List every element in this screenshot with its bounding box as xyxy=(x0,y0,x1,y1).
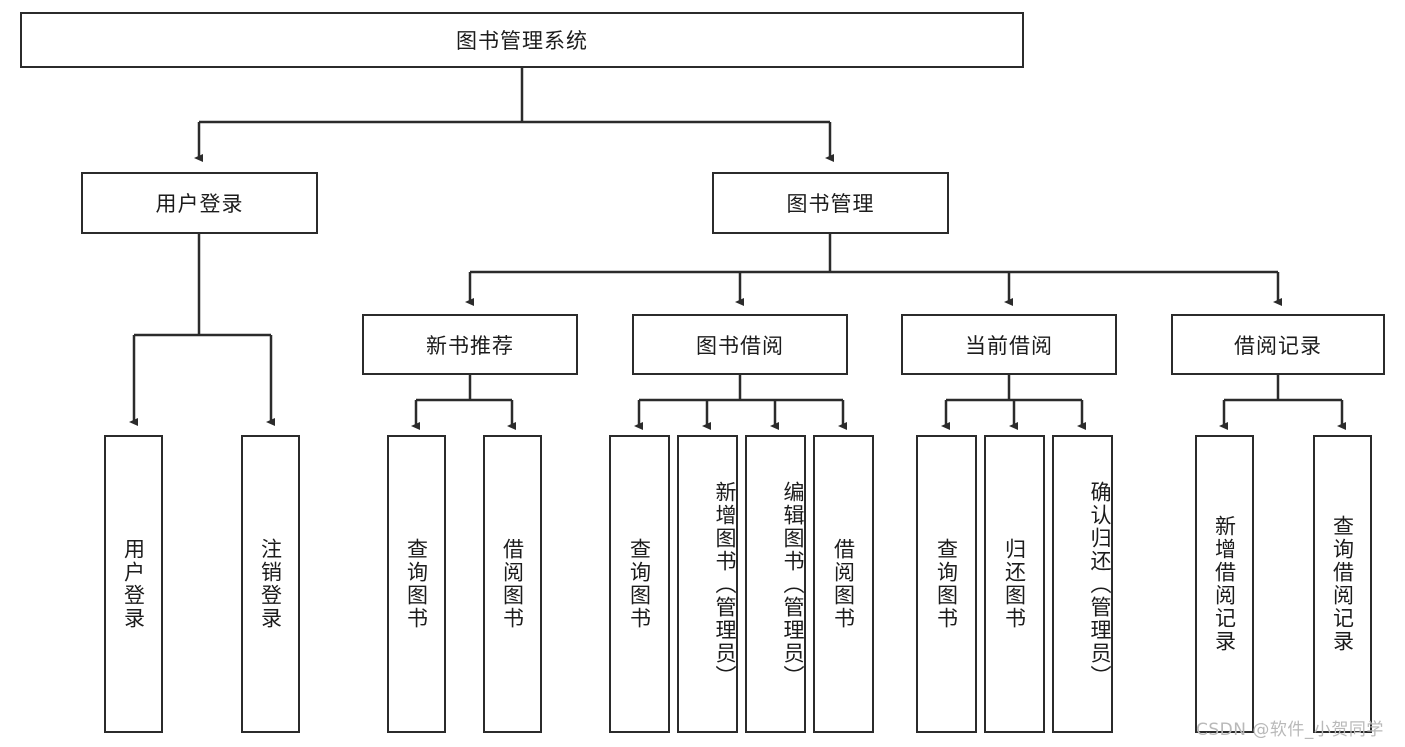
node-leaf-borrow-book-1-label: 借阅图书 xyxy=(500,538,525,630)
node-leaf-return-book-label: 归还图书 xyxy=(1002,538,1027,630)
node-user-login-label: 用户登录 xyxy=(155,192,244,216)
node-leaf-return-book[interactable]: 归还图书 xyxy=(984,435,1045,733)
node-leaf-add-book-label: 新增图书（管理员） xyxy=(713,480,737,688)
node-leaf-user-logout[interactable]: 注销登录 xyxy=(241,435,300,733)
node-leaf-query-book-3[interactable]: 查询图书 xyxy=(916,435,977,733)
node-current-borrow-label: 当前借阅 xyxy=(965,333,1053,358)
node-leaf-user-login[interactable]: 用户登录 xyxy=(104,435,163,733)
node-leaf-query-book-3-label: 查询图书 xyxy=(934,538,959,630)
node-book-borrow[interactable]: 图书借阅 xyxy=(632,314,848,375)
node-new-book-recommend[interactable]: 新书推荐 xyxy=(362,314,578,375)
node-leaf-user-logout-label: 注销登录 xyxy=(258,538,283,630)
node-leaf-query-book-2[interactable]: 查询图书 xyxy=(609,435,670,733)
node-leaf-user-login-label: 用户登录 xyxy=(121,538,146,630)
node-leaf-query-record-label: 查询借阅记录 xyxy=(1330,515,1355,653)
node-leaf-confirm-return[interactable]: 确认归还（管理员） xyxy=(1052,435,1113,733)
node-borrow-record[interactable]: 借阅记录 xyxy=(1171,314,1385,375)
node-user-login[interactable]: 用户登录 xyxy=(81,172,318,234)
node-leaf-edit-book[interactable]: 编辑图书（管理员） xyxy=(745,435,806,733)
node-book-manage[interactable]: 图书管理 xyxy=(712,172,949,234)
node-leaf-confirm-return-label: 确认归还（管理员） xyxy=(1088,480,1112,688)
node-leaf-add-record-label: 新增借阅记录 xyxy=(1212,515,1237,653)
node-root-label: 图书管理系统 xyxy=(456,29,588,53)
node-leaf-borrow-book-2[interactable]: 借阅图书 xyxy=(813,435,874,733)
node-current-borrow[interactable]: 当前借阅 xyxy=(901,314,1117,375)
node-leaf-query-record[interactable]: 查询借阅记录 xyxy=(1313,435,1372,733)
node-new-book-recommend-label: 新书推荐 xyxy=(426,333,514,358)
node-borrow-record-label: 借阅记录 xyxy=(1234,333,1322,358)
node-leaf-query-book-1[interactable]: 查询图书 xyxy=(387,435,446,733)
csdn-watermark: CSDN @软件_小贺同学 xyxy=(1196,720,1384,740)
node-book-borrow-label: 图书借阅 xyxy=(696,333,784,358)
node-leaf-query-book-1-label: 查询图书 xyxy=(404,538,429,630)
node-leaf-add-book[interactable]: 新增图书（管理员） xyxy=(677,435,738,733)
node-leaf-query-book-2-label: 查询图书 xyxy=(627,538,652,630)
node-book-manage-label: 图书管理 xyxy=(786,192,875,216)
node-leaf-borrow-book-2-label: 借阅图书 xyxy=(831,538,856,630)
node-leaf-add-record[interactable]: 新增借阅记录 xyxy=(1195,435,1254,733)
node-root[interactable]: 图书管理系统 xyxy=(20,12,1024,68)
node-leaf-edit-book-label: 编辑图书（管理员） xyxy=(781,480,805,688)
node-leaf-borrow-book-1[interactable]: 借阅图书 xyxy=(483,435,542,733)
